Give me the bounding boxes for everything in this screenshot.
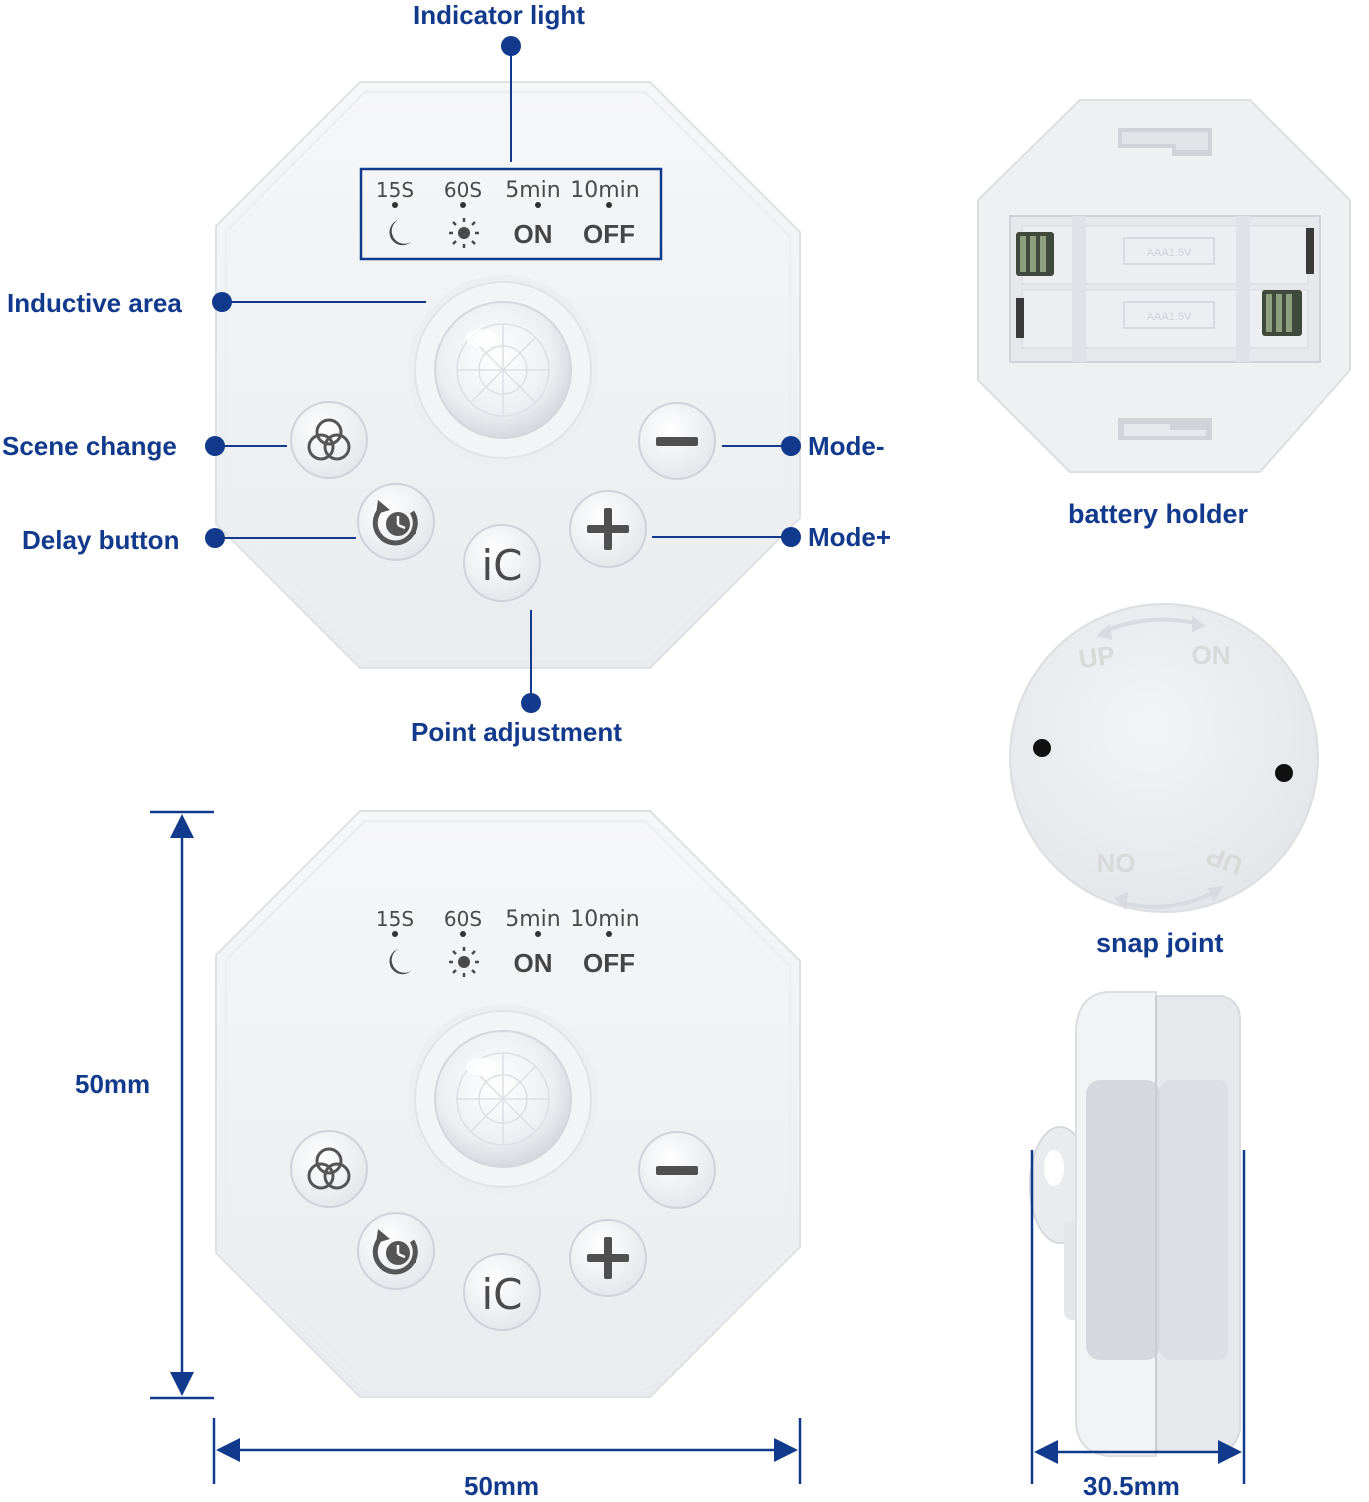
label-5min: 5min: [505, 907, 560, 932]
device-front-dimensioned: 15S 60S 5min 10min ON OFF iC: [216, 811, 800, 1397]
label-10min: 10min: [570, 178, 639, 203]
dimension-height-label: 50mm: [75, 1069, 151, 1099]
snap-up-label: UP: [1077, 640, 1117, 675]
battery-cell-label: AAA1.5V: [1147, 247, 1192, 259]
label-15s: 15S: [376, 178, 414, 202]
battery-holder-image: AAA1.5V AAA1.5V: [977, 99, 1351, 473]
label-15s: 15S: [376, 907, 414, 931]
spring-left: [1016, 232, 1054, 276]
dimension-width-label: 50mm: [464, 1471, 540, 1501]
device-front-annotated: 15S 60S 5min 10min ON OFF iC: [216, 82, 800, 668]
label-60s: 60S: [444, 178, 482, 202]
spring-right: [1262, 290, 1302, 336]
callout-mode-plus: Mode+: [808, 522, 892, 552]
dimension-depth-label: 30.5mm: [1083, 1471, 1180, 1501]
battery-cell-label: AAA1.5V: [1147, 311, 1192, 323]
label-off: OFF: [583, 219, 635, 249]
callout-mode-minus: Mode-: [808, 431, 885, 461]
label-on: ON: [514, 948, 553, 978]
callout-scene-change: Scene change: [2, 431, 177, 461]
label-off: OFF: [583, 948, 635, 978]
label-5min: 5min: [505, 178, 560, 203]
callout-indicator-light: Indicator light: [413, 0, 585, 30]
label-60s: 60S: [444, 907, 482, 931]
label-on: ON: [514, 219, 553, 249]
indicator-box: [359, 167, 663, 261]
snap-joint-image: UP ON ON UP: [1009, 603, 1319, 913]
callout-inductive-area: Inductive area: [7, 288, 182, 318]
snap-on-label: ON: [1192, 640, 1231, 670]
ic-label: iC: [482, 541, 523, 590]
ic-label: iC: [482, 1270, 523, 1319]
callout-delay-button: Delay button: [22, 525, 180, 555]
leader-lines: [205, 36, 801, 713]
label-10min: 10min: [570, 907, 639, 932]
callout-point-adjustment: Point adjustment: [411, 717, 622, 747]
depth-dimension: [1030, 1150, 1246, 1484]
device-side-view: [1029, 991, 1241, 1457]
snap-on-label: ON: [1097, 848, 1136, 878]
caption-battery-holder: battery holder: [1068, 499, 1249, 529]
height-dimension: [150, 810, 214, 1400]
width-dimension: [212, 1418, 802, 1484]
caption-snap-joint: snap joint: [1096, 928, 1224, 958]
